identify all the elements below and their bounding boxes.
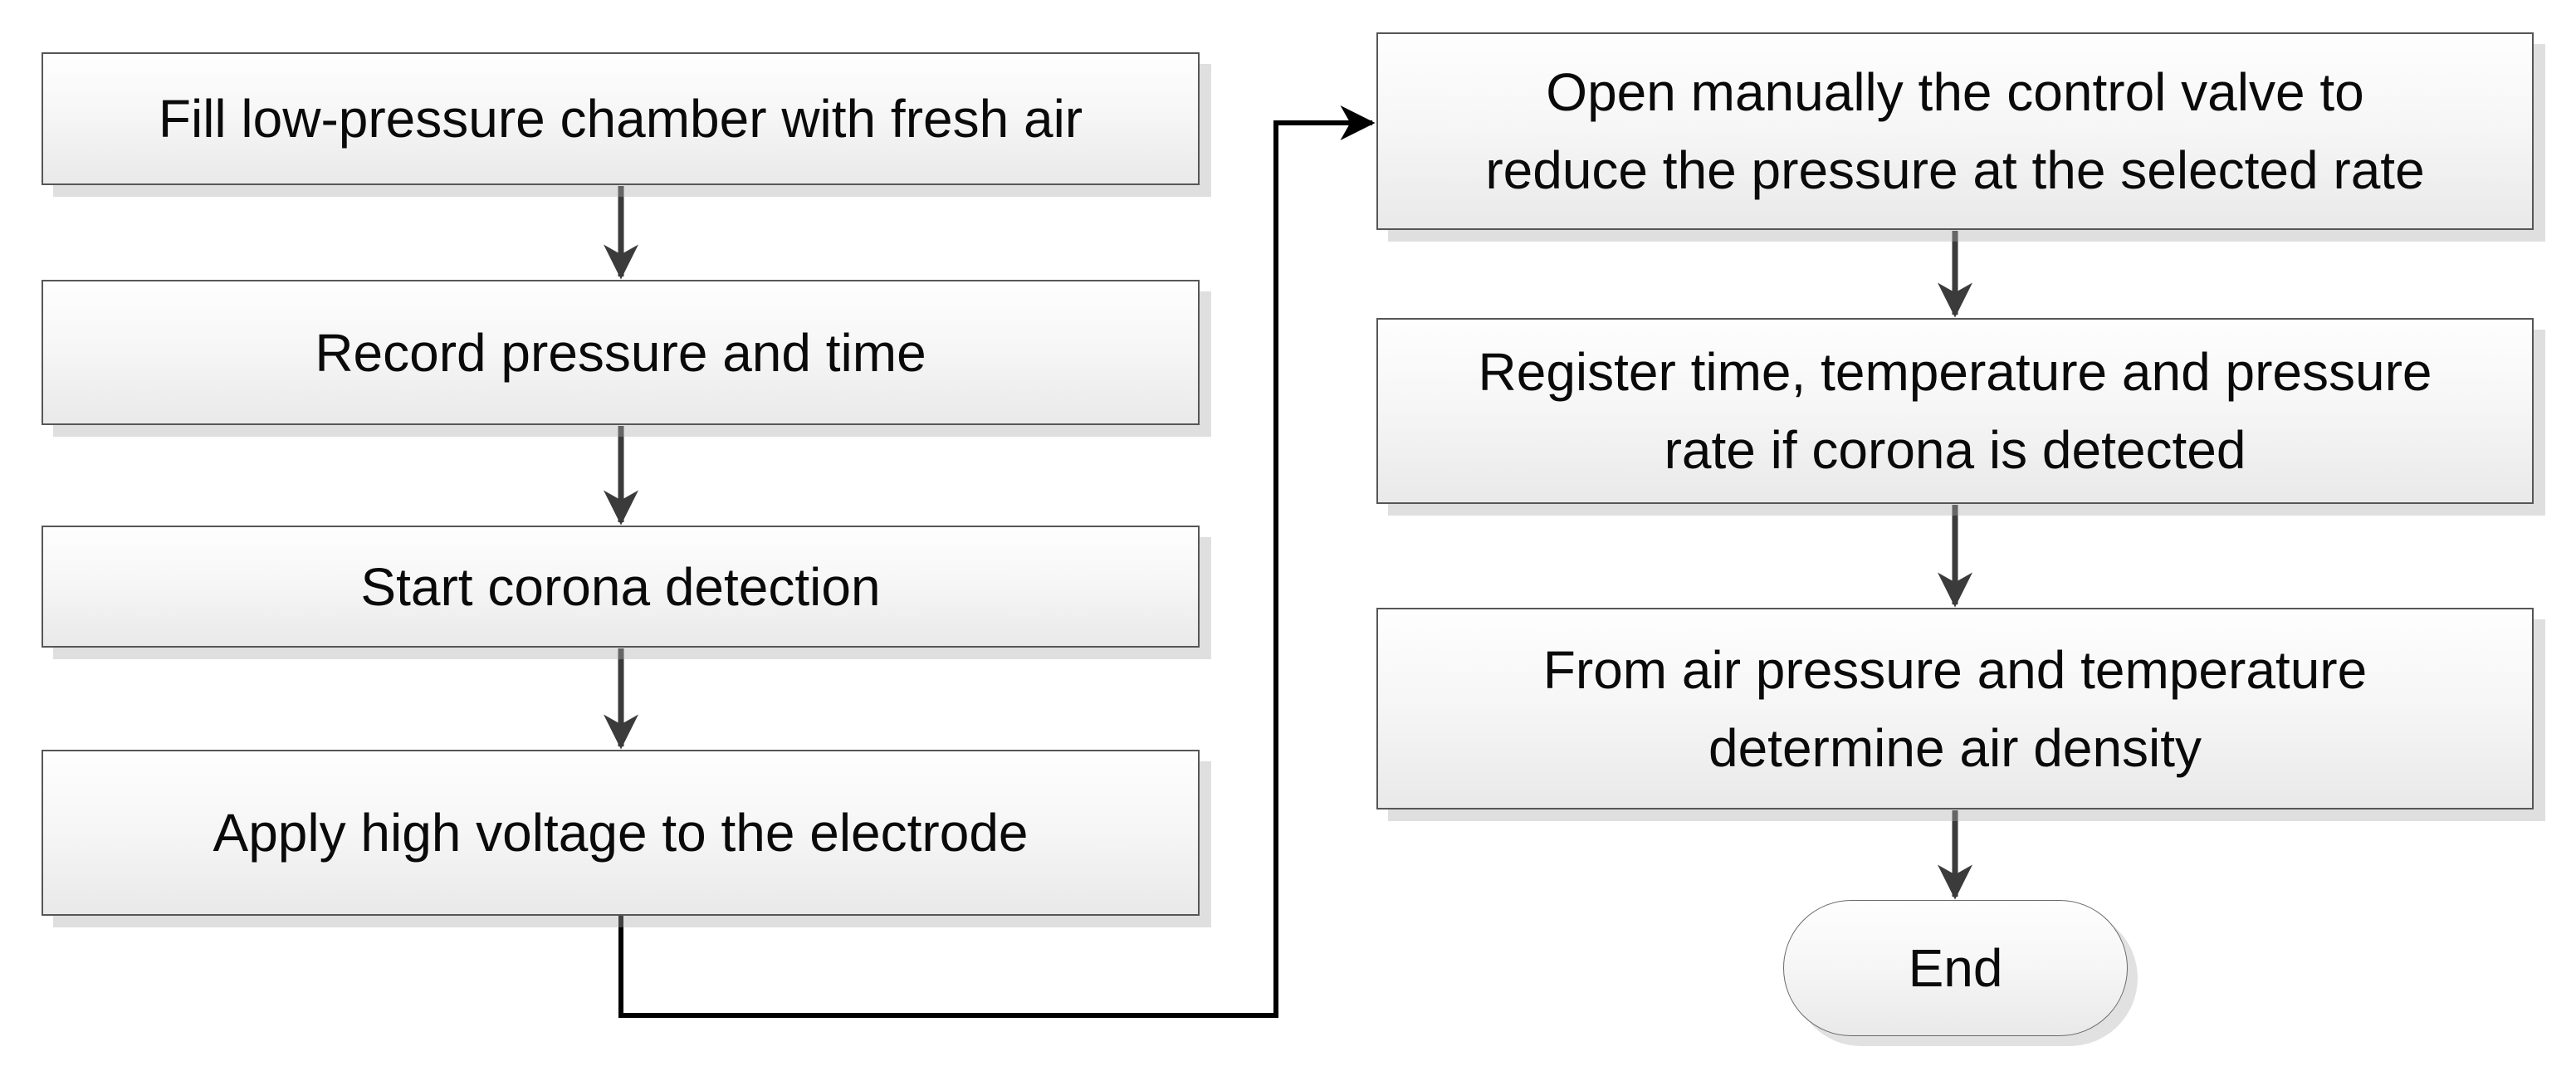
node-label: Start corona detection [360, 556, 881, 617]
node-label-line: Open manually the control valve to [1546, 62, 2364, 122]
node-apply-voltage: Apply high voltage to the electrode [42, 750, 1200, 916]
node-label: Apply high voltage to the electrode [213, 803, 1029, 863]
node-determine-density: From air pressure and temperature determ… [1376, 608, 2534, 809]
node-end-terminator: End [1783, 900, 2128, 1036]
node-label-line: Register time, temperature and pressure [1478, 342, 2432, 402]
node-record-pressure: Record pressure and time [42, 280, 1200, 425]
node-fill-chamber: Fill low-pressure chamber with fresh air [42, 52, 1200, 185]
node-label-line: determine air density [1708, 717, 2202, 778]
node-start-corona: Start corona detection [42, 526, 1200, 648]
node-label: Record pressure and time [315, 322, 926, 383]
node-register-values: Register time, temperature and pressure … [1376, 318, 2534, 504]
node-label-line: reduce the pressure at the selected rate [1485, 140, 2425, 200]
node-label: End [1908, 938, 2003, 998]
node-open-valve: Open manually the control valve to reduc… [1376, 32, 2534, 230]
node-label-line: From air pressure and temperature [1542, 639, 2368, 700]
node-label-line: rate if corona is detected [1664, 420, 2246, 480]
node-label: Fill low-pressure chamber with fresh air [158, 89, 1083, 149]
